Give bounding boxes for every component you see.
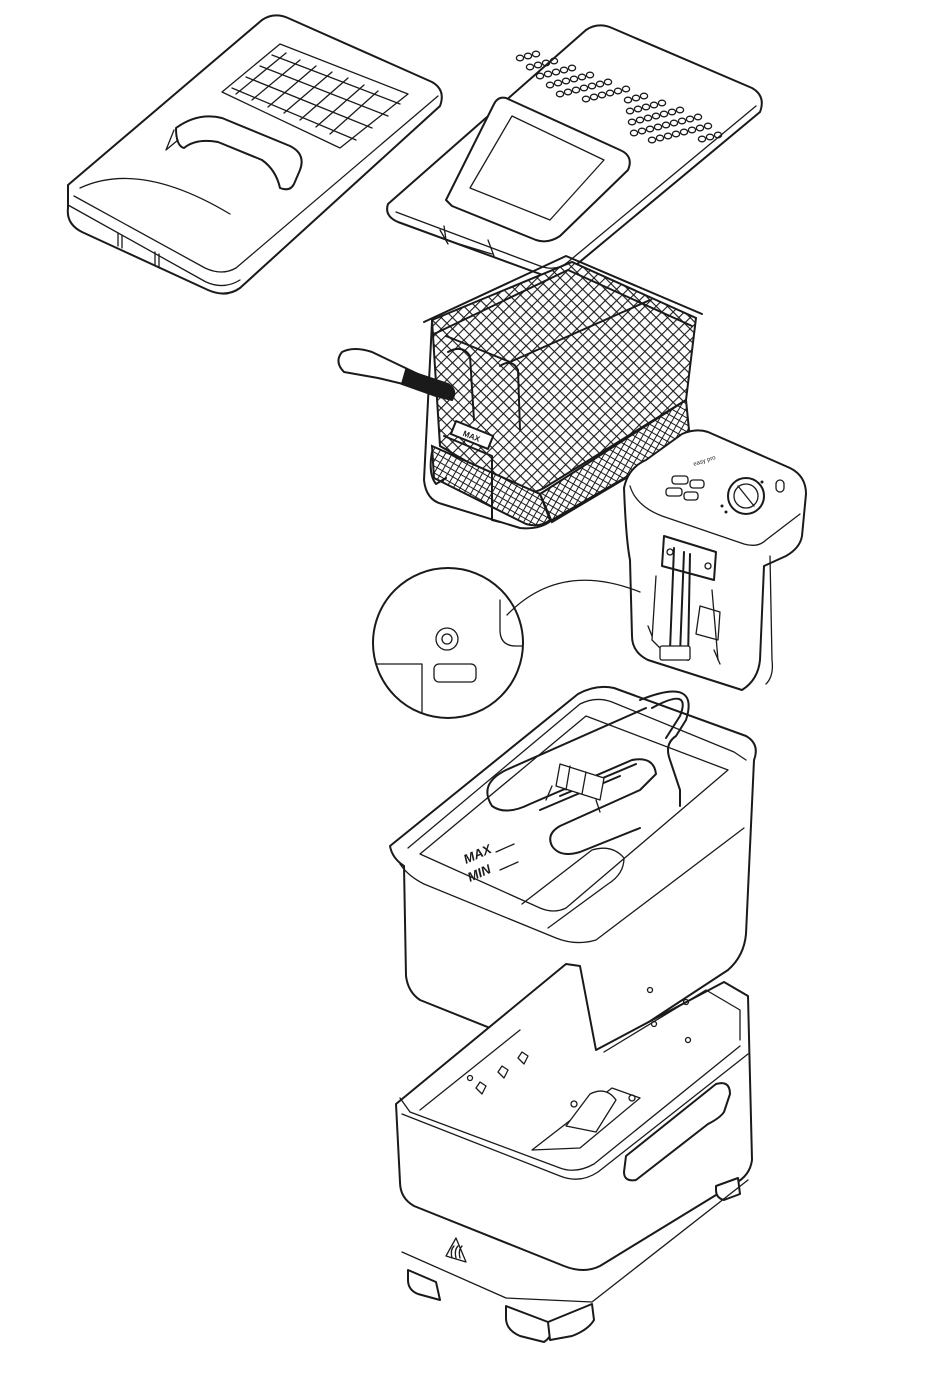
power-light-icon [776, 480, 784, 492]
perforation-hole [524, 53, 531, 59]
perforation-hole [532, 51, 539, 57]
lid [68, 15, 442, 293]
perforation-hole [526, 64, 533, 70]
filter-lid [387, 25, 762, 276]
hot-surface-warning-icon [446, 1238, 466, 1262]
timer-button [672, 476, 688, 484]
start-button [666, 488, 682, 496]
perforation-hole [534, 62, 541, 68]
perforation-hole [516, 55, 523, 61]
settings-button [684, 492, 698, 500]
mode-button [690, 480, 704, 488]
control-unit: easy pro [624, 430, 806, 690]
fryer-housing [396, 964, 752, 1342]
